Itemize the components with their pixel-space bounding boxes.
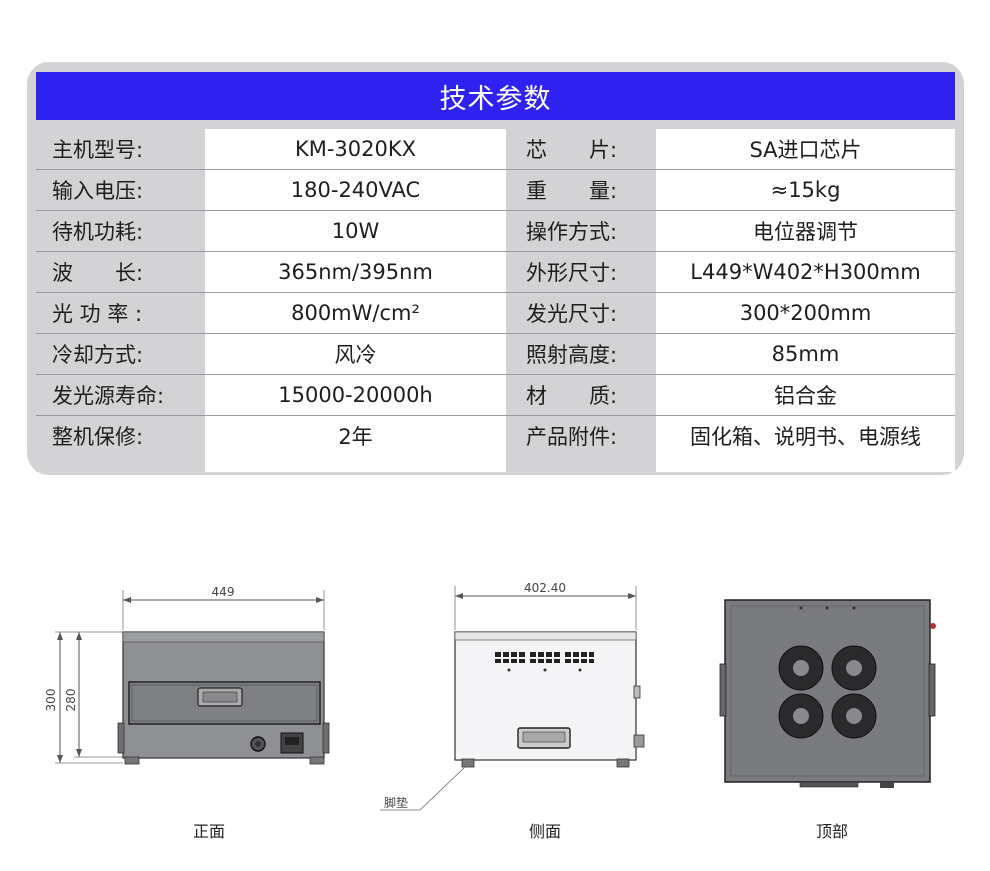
spec-label: 芯 片: (506, 129, 656, 170)
spec-value: 300*200mm (656, 292, 955, 334)
spec-row: 冷却方式:风冷照射高度:85mm (36, 333, 955, 375)
front-width-label: 449 (212, 585, 235, 599)
spec-label: 发光尺寸: (506, 292, 656, 334)
spec-label: 操作方式: (506, 210, 656, 252)
front-height-inner-label: 280 (64, 689, 78, 712)
spec-value: 铝合金 (656, 374, 955, 416)
spec-value: SA进口芯片 (656, 129, 955, 170)
foot-pad-label: 脚垫 (384, 795, 408, 810)
spec-label: 外形尺寸: (506, 251, 656, 293)
fan-grid-icon (778, 645, 877, 739)
spec-label: 输入电压: (36, 169, 205, 211)
spec-label: 重 量: (506, 169, 656, 211)
spec-value: ≈15kg (656, 169, 955, 211)
spec-value: 800mW/cm² (205, 292, 506, 334)
top-view-caption: 顶部 (816, 822, 849, 841)
spec-label: 产品附件: (506, 415, 656, 472)
front-view-caption: 正面 (193, 822, 226, 841)
spec-title: 技术参数 (36, 72, 955, 120)
spec-label: 冷却方式: (36, 333, 205, 375)
spec-value: L449*W402*H300mm (656, 251, 955, 293)
spec-label: 材 质: (506, 374, 656, 416)
spec-value: 180-240VAC (205, 169, 506, 211)
top-view-drawing (719, 599, 936, 788)
spec-value: 365nm/395nm (205, 251, 506, 293)
spec-label: 主机型号: (36, 129, 205, 170)
spec-value: 10W (205, 210, 506, 252)
spec-value: 2年 (205, 415, 506, 472)
technical-drawings: 449 300 280 402.40 (44, 581, 936, 811)
side-view-drawing: 402.40 脚垫 (380, 581, 645, 811)
spec-value: 15000-20000h (205, 374, 506, 416)
side-view-caption: 侧面 (529, 822, 562, 841)
spec-label: 发光源寿命: (36, 374, 205, 416)
front-view-drawing: 449 300 280 (44, 585, 330, 765)
spec-label: 光 功 率 : (36, 292, 205, 334)
spec-value: KM-3020KX (205, 129, 506, 170)
spec-label: 整机保修: (36, 415, 205, 472)
spec-label: 照射高度: (506, 333, 656, 375)
front-height-outer-label: 300 (44, 689, 58, 712)
spec-row: 整机保修:2年产品附件:固化箱、说明书、电源线 (36, 415, 955, 472)
spec-label: 波 长: (36, 251, 205, 293)
spec-value: 电位器调节 (656, 210, 955, 252)
spec-value: 固化箱、说明书、电源线 (656, 415, 955, 472)
side-width-label: 402.40 (524, 581, 566, 595)
spec-value: 风冷 (205, 333, 506, 375)
spec-label: 待机功耗: (36, 210, 205, 252)
spec-value: 85mm (656, 333, 955, 375)
